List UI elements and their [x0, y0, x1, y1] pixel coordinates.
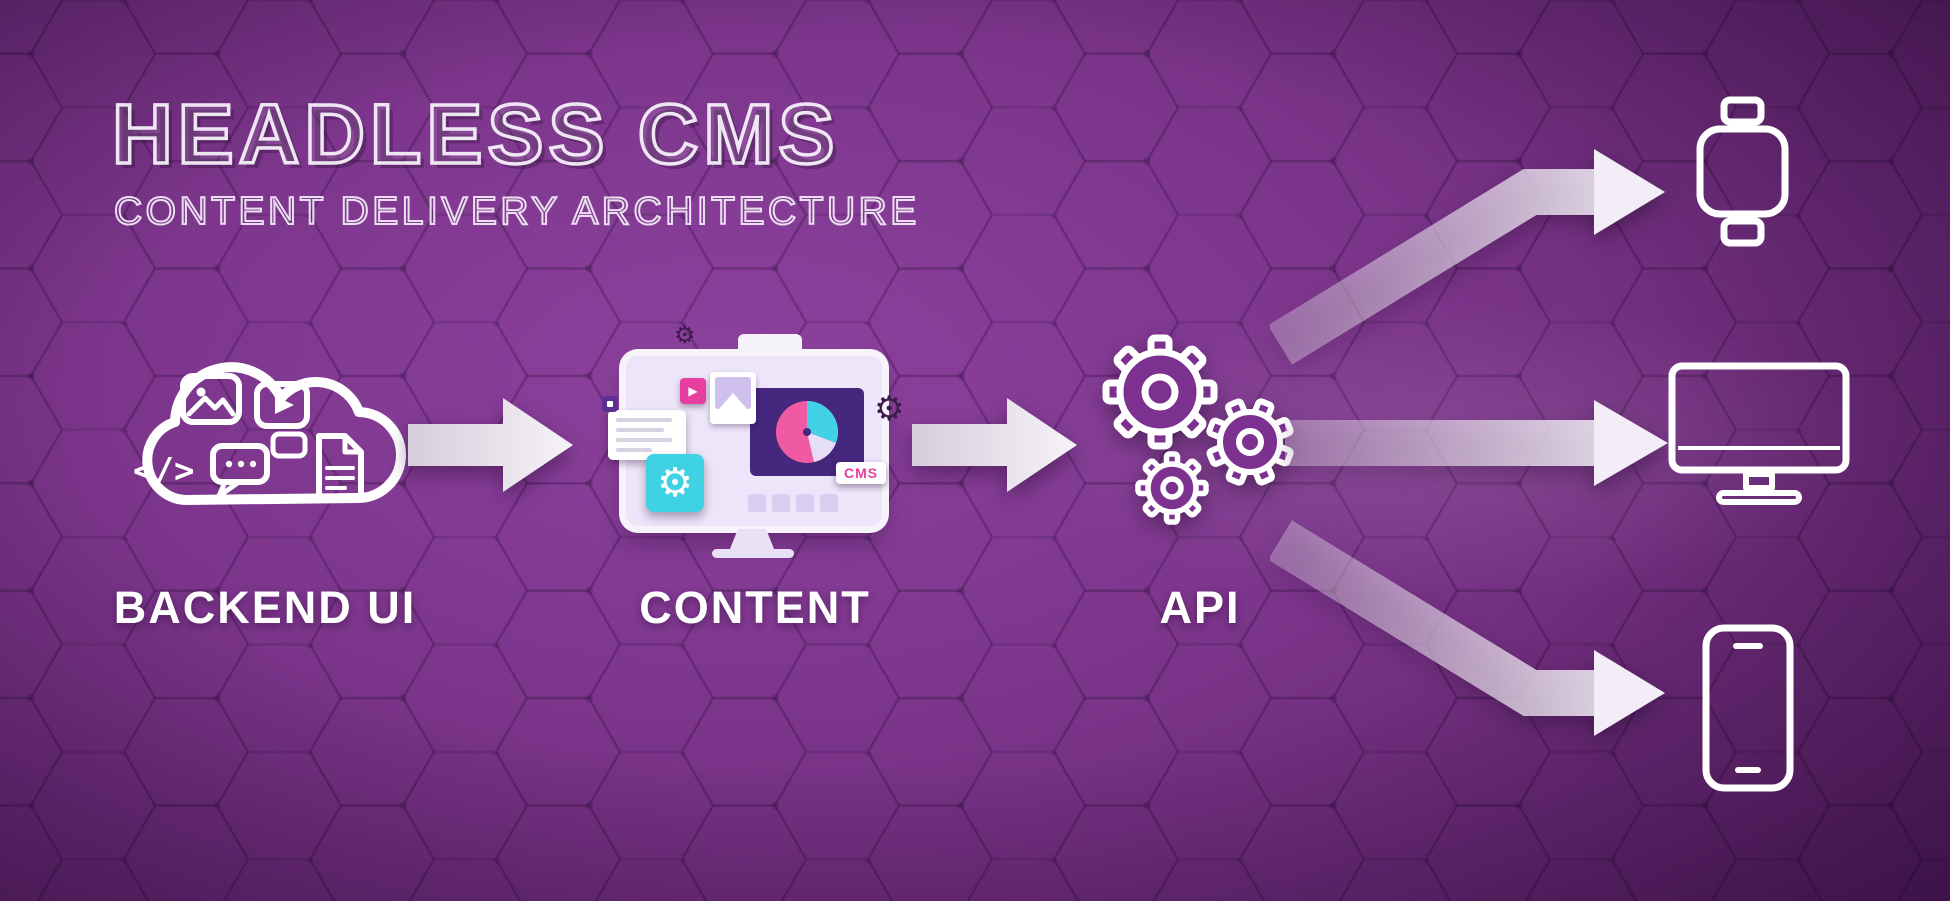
code-icon: </>: [133, 451, 194, 491]
text-card: [608, 410, 686, 460]
api-label: API: [1159, 582, 1241, 633]
branch-arrowhead-bottom: [1594, 650, 1665, 736]
mini-app-tile: [602, 396, 618, 412]
smartphone-icon: [1702, 624, 1794, 792]
branch-arrowhead-top: [1594, 149, 1665, 235]
api-gears-icon: [1102, 334, 1294, 525]
document-icon: [316, 433, 364, 501]
backend-ui-cloud-icon: </>: [133, 362, 406, 505]
cloud-outline: [142, 362, 406, 505]
desktop-monitor-icon: [1668, 362, 1850, 505]
side-gear-icon: ⚙: [874, 390, 905, 428]
video-play-icon: [254, 381, 310, 429]
pie-chart: [776, 401, 839, 463]
branch-arrowhead-middle: [1594, 400, 1668, 486]
flow-arrow-backend-to-content: [408, 398, 573, 492]
backend-ui-label: BACKEND UI: [113, 582, 417, 633]
content-screen-illustration: ▶ ⚙ CMS ⚙ ⚙: [602, 324, 908, 563]
media-play-tile: ▶: [680, 378, 706, 404]
screen-stand-base: [712, 549, 794, 558]
cms-badge: CMS: [836, 462, 887, 484]
small-gear-icon: ⚙: [674, 322, 696, 349]
page-title: HEADLESS CMS: [110, 87, 840, 181]
branch-arrow-top: [1270, 169, 1598, 365]
play-icon: ▶: [688, 384, 698, 398]
flow-arrow-content-to-api: [912, 398, 1077, 492]
gear-small: [1135, 451, 1209, 525]
screen-stand-neck: [730, 529, 774, 549]
gear-medium: [1206, 398, 1294, 486]
gear-large: [1102, 334, 1218, 450]
image-tile: [710, 372, 756, 424]
gear-icon: ⚙: [657, 461, 693, 505]
image-icon: [180, 373, 242, 425]
analytics-panel: [750, 388, 864, 476]
thumbnail-row: [748, 494, 838, 512]
screen-tab: [738, 334, 802, 356]
settings-tile: ⚙: [646, 454, 704, 512]
content-label: CONTENT: [639, 582, 871, 633]
chat-bubbles-icon: [210, 431, 308, 499]
delivery-branch-arrows: [1270, 149, 1668, 736]
branch-arrow-bottom: [1270, 520, 1598, 716]
smartwatch-icon: [1696, 96, 1789, 247]
page-subtitle: CONTENT DELIVERY ARCHITECTURE: [113, 190, 920, 233]
